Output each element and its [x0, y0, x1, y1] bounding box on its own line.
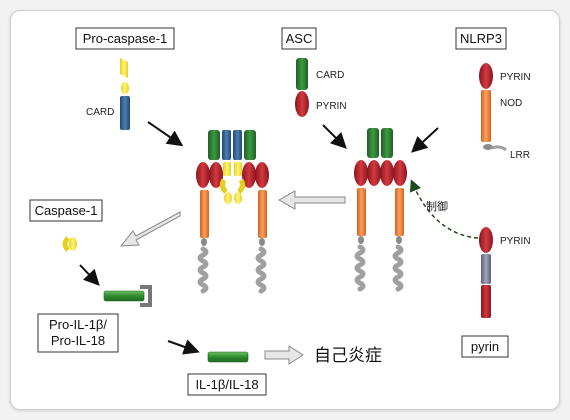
- gray-arrow-il-to-autoinflammation: [264, 345, 304, 365]
- asc-pyrin-domain: [295, 91, 309, 117]
- il1b-il18-label: IL-1β/IL-18: [195, 377, 258, 392]
- lrr-label: LRR: [510, 150, 530, 161]
- pro-caspase1-protein: CARD: [86, 58, 130, 130]
- label-il: IL-1β/IL-18: [187, 373, 267, 396]
- label-asc: ASC: [281, 27, 317, 50]
- dashed-regulation-arrow: [409, 179, 479, 239]
- arrow-nlrp3-to-complex: [411, 127, 439, 153]
- asc-label: ASC: [286, 31, 313, 46]
- arrow-substrate-to-product: [167, 339, 200, 355]
- caspase1-active: [62, 236, 77, 252]
- pyrin-label-nlrp3: PYRIN: [500, 72, 531, 83]
- pro-il18-label: Pro-IL-18: [51, 333, 105, 348]
- pyrin-label-pyrin: PYRIN: [500, 236, 531, 247]
- pro-il-substrate: [103, 285, 152, 307]
- label-pro-caspase1: Pro-caspase-1: [75, 27, 175, 50]
- pyrin-protein: PYRIN: [479, 227, 531, 318]
- nlrp3-label: NLRP3: [460, 31, 502, 46]
- label-pro-il: Pro-IL-1β/ Pro-IL-18: [37, 313, 119, 353]
- nod-label: NOD: [500, 98, 522, 109]
- pyrin-label: pyrin: [471, 339, 499, 354]
- mature-il-product: [207, 351, 249, 363]
- gray-arrow-inflammasome-to-caspase: [119, 211, 181, 247]
- pyrin-label-asc: PYRIN: [316, 101, 347, 112]
- arrow-caspase-to-substrate: [79, 264, 100, 286]
- inflammasome-complex: [196, 130, 269, 291]
- regulation-label: 制御: [426, 199, 448, 213]
- asc-card-domain: [296, 58, 308, 90]
- card-label-procaspase: CARD: [86, 107, 114, 118]
- pyrin-bbox-domain: [481, 254, 491, 284]
- arrow-asc-to-complex: [322, 124, 347, 149]
- autoinflammation-label: 自己炎症: [314, 346, 382, 365]
- nlrp3-nod-domain: [481, 90, 491, 142]
- card-domain-blue: [120, 96, 130, 130]
- pro-il1b-label: Pro-IL-1β/: [49, 317, 107, 332]
- pyrin-b302-domain: [481, 285, 491, 318]
- pro-caspase1-label: Pro-caspase-1: [83, 31, 168, 46]
- caspase-subunit-p20-shape: [120, 58, 128, 78]
- nlrp3-asc-complex: [354, 128, 407, 289]
- card-label-asc: CARD: [316, 70, 344, 81]
- nlrp3-lrr-domain: [483, 144, 493, 150]
- caspase-subunit-p10-shape: [121, 82, 129, 94]
- asc-protein: CARD PYRIN: [295, 58, 347, 117]
- caspase1-label: Caspase-1: [35, 203, 98, 218]
- pyrin-pyrin-domain: [479, 227, 493, 253]
- label-caspase1: Caspase-1: [29, 199, 103, 222]
- nlrp3-pyrin-domain: [479, 63, 493, 89]
- nlrp3-protein: PYRIN NOD LRR: [479, 63, 531, 161]
- label-nlrp3: NLRP3: [455, 27, 507, 50]
- arrow-procaspase-to-complex: [147, 121, 184, 147]
- gray-arrow-complex-to-inflammasome: [277, 190, 346, 210]
- label-pyrin: pyrin: [461, 335, 509, 358]
